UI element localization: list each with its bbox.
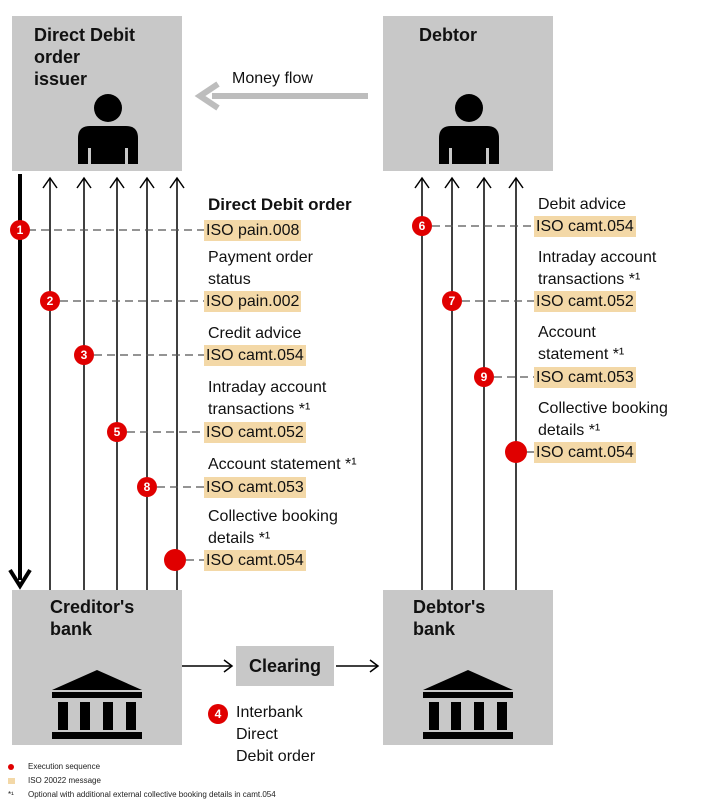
- step-marker-3: 3: [74, 345, 94, 365]
- highlight-swatch-icon: [8, 777, 15, 784]
- step-marker-7: 7: [442, 291, 462, 311]
- step-marker-4: 4: [208, 704, 228, 724]
- message-label: Account statement *¹: [208, 456, 357, 473]
- iso-message: ISO camt.054: [534, 216, 636, 237]
- message-label: Intraday account transactions *¹: [538, 249, 657, 288]
- step-marker-unnumbered: [164, 549, 186, 571]
- bank-icon: [52, 670, 142, 739]
- message-label: Collective booking details *¹: [208, 508, 338, 547]
- iso-message: ISO camt.054: [534, 442, 636, 463]
- legend-execution: Execution sequence: [8, 762, 100, 772]
- bank-icon: [423, 670, 513, 739]
- iso-message: ISO camt.054: [204, 345, 306, 366]
- step-marker-5: 5: [107, 422, 127, 442]
- step-marker-9: 9: [474, 367, 494, 387]
- person-icon: [78, 94, 138, 164]
- money-flow-arrow: [194, 81, 368, 111]
- direct-debit-issuer-box: Direct Debit order issuer: [12, 16, 182, 171]
- creditor-bank-title: Creditor's bank: [50, 597, 135, 639]
- step-marker-8: 8: [137, 477, 157, 497]
- money-flow-label: Money flow: [232, 70, 313, 87]
- message-label: Credit advice: [208, 325, 302, 342]
- red-dot-icon: [8, 763, 14, 770]
- direct-debit-order-arrow: [8, 174, 32, 590]
- iso-message: ISO pain.002: [204, 291, 302, 312]
- message-label: Payment order status: [208, 249, 313, 288]
- iso-message: ISO camt.053: [204, 477, 306, 498]
- creditor-bank-box: Creditor's bank: [12, 590, 182, 745]
- interbank-label: Interbank Direct Debit order: [236, 704, 316, 765]
- iso-message: ISO camt.054: [204, 550, 306, 571]
- step-marker-unnumbered: [505, 441, 527, 463]
- iso-message: ISO camt.052: [204, 422, 306, 443]
- debtor-bank-box: Debtor's bank: [383, 590, 553, 745]
- message-label: Intraday account transactions *¹: [208, 379, 327, 418]
- message-label: Direct Debit order: [208, 195, 352, 214]
- message-label: Account statement *¹: [538, 324, 625, 363]
- right-dashed-connectors: [432, 225, 536, 453]
- creditor-bank-report-arrows: [42, 176, 185, 590]
- message-label: Debit advice: [538, 196, 627, 213]
- debtor-box: Debtor: [383, 16, 553, 171]
- left-dashed-connectors: [28, 229, 206, 561]
- clearing-arrows: [182, 659, 380, 673]
- step-marker-1: 1: [10, 220, 30, 240]
- iso-message: ISO pain.008: [204, 220, 302, 241]
- step-marker-2: 2: [40, 291, 60, 311]
- iso-message: ISO camt.052: [534, 291, 636, 312]
- iso-message: ISO camt.053: [534, 367, 636, 388]
- debtor-bank-title: Debtor's bank: [413, 597, 486, 639]
- footnote-symbol: *¹: [8, 790, 14, 799]
- legend-iso: ISO 20022 message: [8, 776, 101, 786]
- debtor-bank-report-arrows: [414, 176, 524, 590]
- clearing-box: Clearing: [236, 646, 334, 686]
- step-marker-6: 6: [412, 216, 432, 236]
- issuer-title: Direct Debit order issuer: [34, 25, 136, 89]
- message-label: Collective booking details *¹: [538, 400, 668, 439]
- person-icon: [439, 94, 499, 164]
- debtor-title: Debtor: [419, 25, 477, 45]
